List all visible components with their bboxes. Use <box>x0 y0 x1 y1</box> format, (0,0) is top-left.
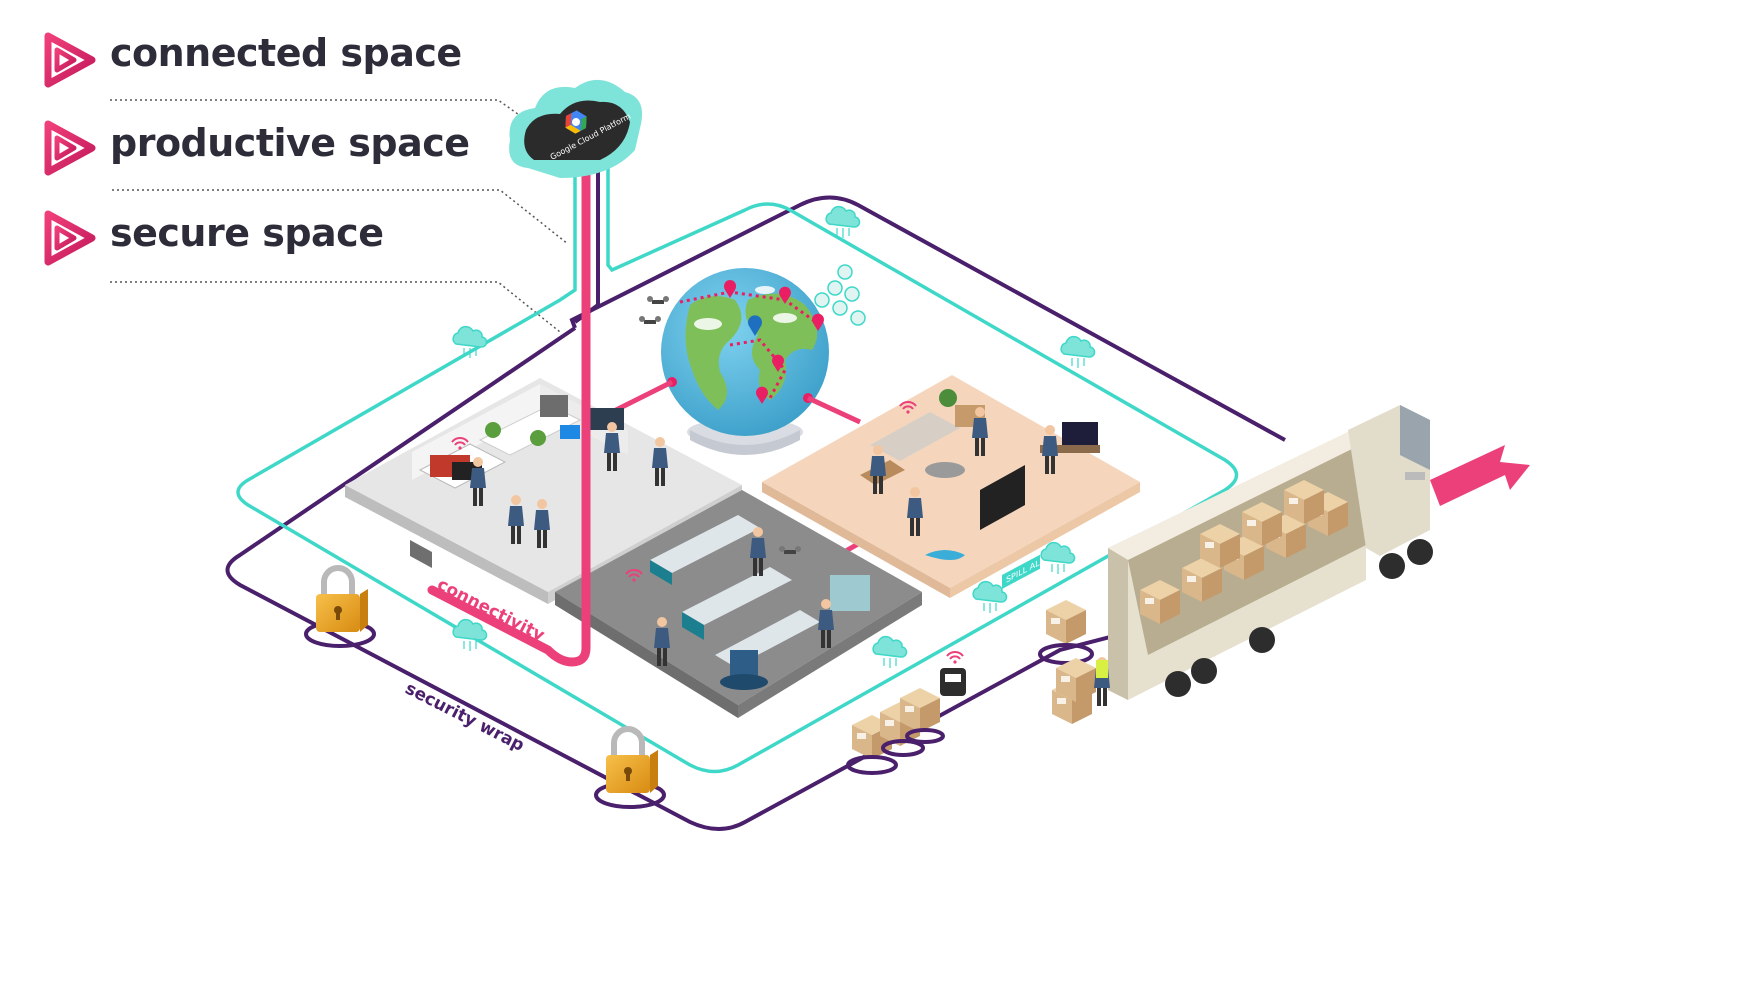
drone-icon <box>639 316 661 324</box>
legend: connected space productive space secure … <box>44 31 569 333</box>
location-pin-icon <box>772 354 784 372</box>
legend-item-connected: connected space <box>44 31 462 88</box>
user-avatar-icon <box>814 292 830 308</box>
legend-label: secure space <box>110 211 383 255</box>
globe-link <box>610 379 674 415</box>
padlock-icon <box>594 729 666 809</box>
productive-space <box>555 490 922 718</box>
drone-icon <box>779 546 801 554</box>
globe-link <box>806 395 862 425</box>
legend-label: productive space <box>110 121 470 165</box>
cloud-icon <box>452 325 488 359</box>
user-avatar-icon <box>844 286 860 302</box>
play-triangle-icon <box>44 210 96 266</box>
location-pin-icon <box>812 313 824 331</box>
user-avatar-icon <box>827 280 843 296</box>
user-avatars <box>814 264 866 326</box>
legend-item-productive: productive space <box>44 120 470 176</box>
location-pin-icon <box>779 286 791 304</box>
user-avatar-icon <box>850 310 866 326</box>
connectivity-pipe <box>427 155 591 667</box>
wifi-icon <box>946 651 964 665</box>
globe-icon <box>661 268 829 436</box>
drone-icon <box>647 296 669 304</box>
security-wrap-path <box>225 195 1331 831</box>
play-triangle-icon <box>44 32 96 88</box>
cloud-icon <box>872 635 908 669</box>
security-wrap-label: security wrap <box>402 679 528 756</box>
delivery-robot <box>940 651 966 696</box>
legend-item-secure: secure space <box>44 210 384 266</box>
globe <box>661 268 829 455</box>
google-cloud: Google Cloud Platform <box>509 79 643 178</box>
arrow-right-icon <box>1430 445 1530 506</box>
padlock-icon <box>304 568 376 648</box>
play-triangle-icon <box>44 120 96 176</box>
pipe-elbow <box>410 540 432 568</box>
leader-line <box>110 281 561 333</box>
location-pin-icon <box>724 280 737 298</box>
box-icon <box>1046 600 1086 644</box>
location-pin-icon <box>748 315 762 336</box>
cloud-icon <box>1040 541 1076 575</box>
location-pin-icon <box>756 386 768 404</box>
legend-label: connected space <box>110 31 462 75</box>
leader-line <box>112 189 569 245</box>
gcp-logo <box>565 110 587 134</box>
user-avatar-icon <box>837 264 853 280</box>
user-avatar-icon <box>832 300 848 316</box>
teal-connectivity-path <box>236 165 1239 774</box>
warehouse-area <box>846 600 1110 775</box>
cloud-icon <box>452 618 488 652</box>
cloud-icon <box>1060 335 1096 369</box>
truck-icon <box>1108 405 1433 700</box>
cloud-icon <box>972 580 1008 614</box>
